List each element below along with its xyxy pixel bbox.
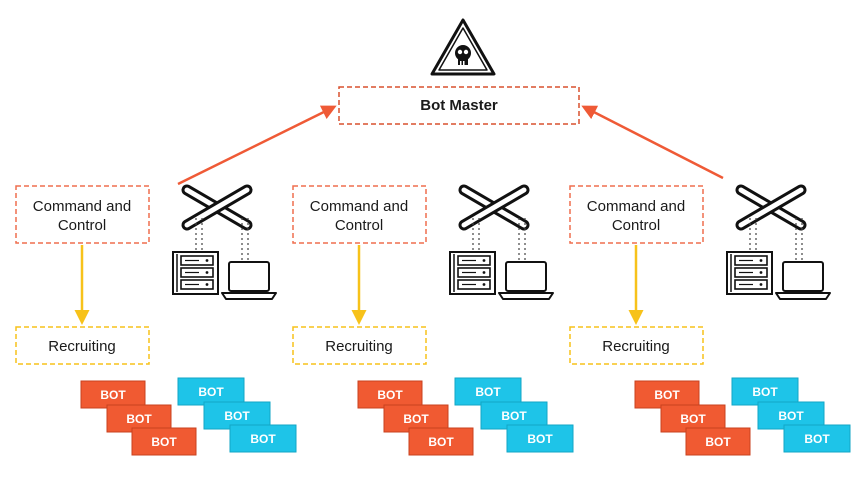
bot-label: BOT: [475, 385, 501, 399]
bot-label: BOT: [151, 435, 177, 449]
dotted-links: [749, 218, 803, 262]
bot-orange: BOT: [634, 380, 700, 409]
bot-blue: BOT: [506, 424, 574, 453]
bot-label: BOT: [403, 412, 429, 426]
bot-blue: BOT: [731, 377, 799, 406]
recruiting-node: Recruiting: [292, 326, 427, 365]
bot-blue: BOT: [229, 424, 297, 453]
recruiting-label: Recruiting: [48, 338, 116, 355]
bot-label: BOT: [100, 388, 126, 402]
server-rack-icon: [726, 251, 773, 295]
recruiting-node: Recruiting: [569, 326, 704, 365]
bot-label: BOT: [778, 409, 804, 423]
server-rack-icon: [172, 251, 219, 295]
arrow-left-to-master: [177, 105, 337, 186]
group-2: Command andControlRecruitingBOTBOTBOTBOT…: [292, 184, 574, 456]
bot-orange: BOT: [80, 380, 146, 409]
bot-label: BOT: [705, 435, 731, 449]
bot-label: BOT: [680, 412, 706, 426]
bot-label: BOT: [126, 412, 152, 426]
laptop-icon: [498, 261, 554, 300]
bot-master-label: Bot Master: [420, 97, 498, 114]
laptop-icon: [221, 261, 277, 300]
bot-label: BOT: [224, 409, 250, 423]
bot-label: BOT: [804, 432, 830, 446]
bot-master-node: Bot Master: [338, 86, 580, 125]
bot-orange: BOT: [685, 427, 751, 456]
bot-orange: BOT: [408, 427, 474, 456]
group-1: Command andControlRecruitingBOTBOTBOTBOT…: [15, 184, 297, 456]
bot-label: BOT: [501, 409, 527, 423]
bot-label: BOT: [428, 435, 454, 449]
bot-blue: BOT: [177, 377, 245, 406]
arrow-right-to-master: [581, 105, 724, 180]
recruiting-label: Recruiting: [602, 338, 670, 355]
dotted-links: [472, 218, 526, 262]
command-control-label-line1: Command and: [33, 198, 131, 215]
command-control-label-line2: Control: [58, 217, 106, 234]
bot-label: BOT: [250, 432, 276, 446]
dotted-links: [195, 218, 249, 262]
command-control-label-line1: Command and: [310, 198, 408, 215]
bot-label: BOT: [377, 388, 403, 402]
command-control-label-line2: Control: [335, 217, 383, 234]
bot-blue: BOT: [783, 424, 851, 453]
group-3: Command andControlRecruitingBOTBOTBOTBOT…: [569, 184, 851, 456]
network-switch-icon: [181, 184, 253, 231]
network-switch-icon: [735, 184, 807, 231]
bot-label: BOT: [527, 432, 553, 446]
bot-orange: BOT: [131, 427, 197, 456]
skull-warning-icon: [430, 18, 496, 76]
command-control-label-line2: Control: [612, 217, 660, 234]
server-rack-icon: [449, 251, 496, 295]
bot-label: BOT: [654, 388, 680, 402]
bot-label: BOT: [752, 385, 778, 399]
command-control-label-line1: Command and: [587, 198, 685, 215]
bot-orange: BOT: [357, 380, 423, 409]
recruiting-node: Recruiting: [15, 326, 150, 365]
network-switch-icon: [458, 184, 530, 231]
laptop-icon: [775, 261, 831, 300]
bot-label: BOT: [198, 385, 224, 399]
recruiting-label: Recruiting: [325, 338, 393, 355]
bot-blue: BOT: [454, 377, 522, 406]
